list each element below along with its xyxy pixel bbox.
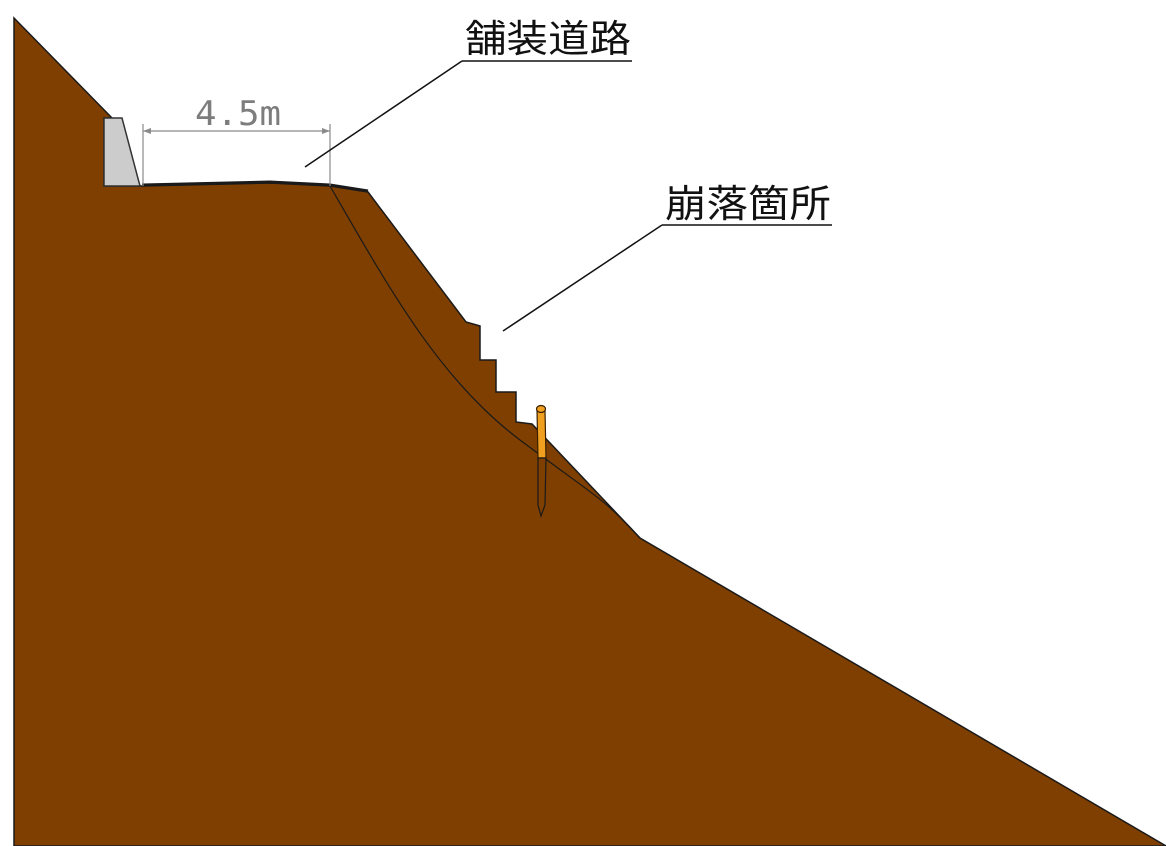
paved-road-leader [304, 60, 463, 168]
dimension-arrow-left [143, 128, 151, 134]
slip-surface-curve [329, 185, 641, 539]
stake-top [535, 404, 547, 414]
retaining-wall [103, 117, 141, 187]
collapse-site-label: 崩落箇所 [665, 182, 831, 226]
paved-road-label: 舗装道路 [465, 17, 631, 61]
paved-road-surface [141, 180, 369, 193]
stake-marker [535, 404, 547, 518]
road-width-label: 4.5m [195, 94, 281, 134]
stake-lower [537, 457, 547, 518]
road-width-dimension: 4.5m [142, 94, 331, 186]
stake-upper [536, 409, 547, 459]
dimension-arrow-right [322, 128, 330, 134]
collapse-site-leader [502, 224, 663, 332]
ground-slope [13, 16, 1166, 846]
collapse-site-callout: 崩落箇所 [502, 182, 832, 332]
paved-road-callout: 舗装道路 [304, 17, 632, 168]
